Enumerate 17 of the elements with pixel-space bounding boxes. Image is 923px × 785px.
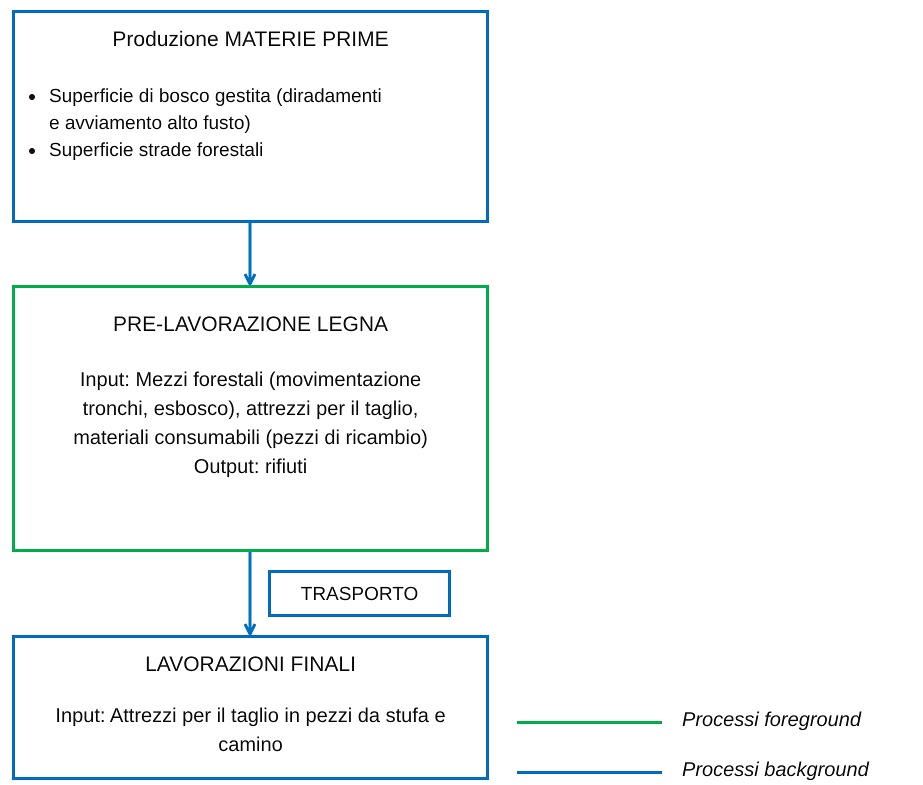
process-description: Output: rifiuti [192, 455, 308, 480]
label-box [268, 570, 451, 617]
bullet-item: Superficie strade forestali [25, 137, 396, 164]
legend-text: Processi background [682, 759, 869, 782]
process-box [12, 285, 489, 552]
arrow [244, 223, 256, 286]
process-title: Produzione MATERIE PRIME [111, 27, 390, 53]
process-box [12, 635, 489, 780]
transport-label: TRASPORTO [300, 583, 420, 607]
process-description: Input: Attrezzi per il taglio in pezzi da stufa e camino [54, 704, 447, 758]
process-description: Input: Mezzi forestali (movimentazione tronchi, esbosco), attrezzi per il taglio, materiali consumabili (pezzi di ricambio) [73, 368, 428, 451]
process-title: LAVORAZIONI FINALI [144, 652, 357, 678]
arrow [244, 552, 256, 636]
legend-text: Processi foreground [682, 709, 861, 732]
process-title: PRE-LAVORAZIONE LEGNA [112, 312, 389, 338]
process-box [12, 10, 489, 223]
bullet-item: Superficie di bosco gestita (diradamenti e avviamento alto fusto) [25, 83, 396, 137]
